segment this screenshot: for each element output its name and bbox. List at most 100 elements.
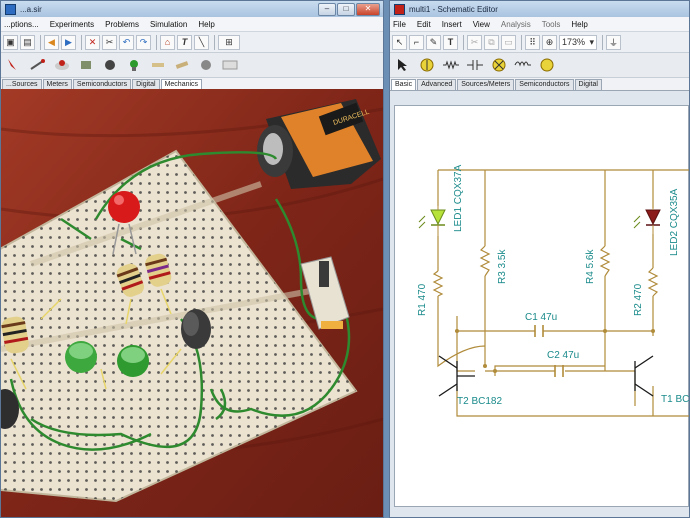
tab-semiconductors[interactable]: Semiconductors <box>72 79 132 90</box>
meter-symbol-icon[interactable] <box>536 56 557 75</box>
menu-experiments[interactable]: Experiments <box>49 19 95 29</box>
transistor-3d-2[interactable] <box>1 389 19 429</box>
inductor-symbol-icon[interactable] <box>512 56 533 75</box>
schematic-drawing[interactable]: LED1 CQX37A R1 470 R3 3.5k R4 5.6k LED2 … <box>395 106 690 508</box>
text-icon[interactable]: T <box>177 34 192 50</box>
schematic-junctions <box>455 329 655 373</box>
home-icon[interactable]: ⌂ <box>160 34 175 50</box>
tab-advanced[interactable]: Advanced <box>417 79 457 90</box>
switch-3d[interactable] <box>300 256 350 330</box>
wire-icon[interactable]: ╲ <box>194 34 209 50</box>
battery-9v[interactable]: DURACELL <box>257 99 381 189</box>
label-r1: R1 470 <box>417 283 428 316</box>
tab-semiconductors-right[interactable]: Semiconductors <box>515 79 574 90</box>
capacitor-3d-1[interactable] <box>65 341 97 373</box>
breadboard-3d-view[interactable]: DURACELL <box>1 89 383 518</box>
resistor2-part-icon[interactable] <box>171 56 192 75</box>
simulator-window: ...a.sir – □ ✕ ...ptions... Experiments … <box>0 0 384 518</box>
schematic-app-icon <box>394 3 405 15</box>
tab-meters[interactable]: Meters <box>42 79 72 90</box>
schematic-led2[interactable] <box>633 208 661 234</box>
label-led2: LED2 CQX35A <box>669 188 680 256</box>
copy-tool-icon[interactable]: ⧉ <box>484 34 499 50</box>
close-button[interactable]: ✕ <box>356 3 380 16</box>
text-tool-icon[interactable]: T <box>443 34 458 50</box>
tab-basic[interactable]: Basic <box>391 79 417 90</box>
schematic-canvas[interactable]: LED1 CQX37A R1 470 R3 3.5k R4 5.6k LED2 … <box>394 105 689 507</box>
simulator-titlebar: ...a.sir – □ ✕ <box>1 1 383 17</box>
cursor-part-icon[interactable] <box>392 56 413 75</box>
minimize-button[interactable]: – <box>318 3 336 16</box>
simulator-toolbar: ▣ ▤ ◀ ▶ ✕ ✂ ↶ ↷ ⌂ T ╲ ⊞ <box>1 32 383 53</box>
tab-sources[interactable]: ...Sources <box>2 79 42 90</box>
menu-help[interactable]: Help <box>198 19 215 29</box>
delete-icon[interactable]: ✕ <box>85 34 100 50</box>
ground-tool-icon[interactable]: ⏚ <box>606 34 621 50</box>
paste-tool-icon[interactable]: ▭ <box>501 34 516 50</box>
menu-view[interactable]: View <box>472 19 490 29</box>
pointer-part-icon[interactable] <box>3 56 24 75</box>
label-led1: LED1 CQX37A <box>453 164 464 232</box>
led-part-icon[interactable] <box>51 56 72 75</box>
zoom-icon[interactable]: ⊞ <box>218 34 240 50</box>
green-led-part-icon[interactable] <box>123 56 144 75</box>
cut-icon[interactable]: ✂ <box>102 34 117 50</box>
component-leads <box>10 288 182 390</box>
resistor-3d-1[interactable] <box>115 261 147 299</box>
lamp-symbol-icon[interactable] <box>488 56 509 75</box>
tab-digital[interactable]: Digital <box>132 79 160 90</box>
print-icon[interactable]: ▤ <box>20 34 35 50</box>
resistor-symbol-icon[interactable] <box>440 56 461 75</box>
pen-tool-icon[interactable]: ✎ <box>426 34 441 50</box>
simulator-title: ...a.sir <box>20 4 42 14</box>
arrow-left-icon[interactable]: ◀ <box>44 34 59 50</box>
menu-insert[interactable]: Insert <box>441 19 462 29</box>
capacitor-part-icon[interactable] <box>75 56 96 75</box>
tab-mechanics[interactable]: Mechanics <box>160 79 203 90</box>
resistor-3d-3[interactable] <box>1 315 30 355</box>
label-c1: C1 47u <box>525 312 557 323</box>
save-icon[interactable]: ▣ <box>3 34 18 50</box>
menu-edit[interactable]: Edit <box>416 19 431 29</box>
coil-part-icon[interactable] <box>195 56 216 75</box>
arrow-right-icon[interactable]: ▶ <box>61 34 76 50</box>
menu-options[interactable]: ...ptions... <box>4 19 39 29</box>
select-arrow-icon[interactable]: ↖ <box>392 34 407 50</box>
maximize-button[interactable]: □ <box>337 3 355 16</box>
menu-file[interactable]: File <box>393 19 406 29</box>
app-icon <box>5 3 16 15</box>
cut-tool-icon[interactable]: ✂ <box>467 34 482 50</box>
zoom-value: 173% <box>562 37 586 47</box>
tab-sources-meters[interactable]: Sources/Meters <box>457 79 515 90</box>
probe-part-icon[interactable] <box>27 56 48 75</box>
schematic-led1[interactable] <box>418 206 446 236</box>
menu-tools[interactable]: Tools <box>541 19 561 29</box>
schematic-t1[interactable] <box>634 355 654 397</box>
tab-digital-right[interactable]: Digital <box>574 79 602 90</box>
resistor-part-icon[interactable] <box>147 56 168 75</box>
undo-icon[interactable]: ↶ <box>119 34 134 50</box>
capacitor-3d-2[interactable] <box>117 345 149 377</box>
grid-icon[interactable]: ⠿ <box>525 34 540 50</box>
label-c2: C2 47u <box>547 350 579 361</box>
redo-icon[interactable]: ↷ <box>136 34 151 50</box>
resistor-3d-2[interactable] <box>144 252 174 289</box>
transistor-part-icon[interactable] <box>99 56 120 75</box>
menu-simulation[interactable]: Simulation <box>149 19 188 29</box>
red-led-3d[interactable] <box>108 191 140 255</box>
capacitor-symbol-icon[interactable] <box>464 56 485 75</box>
menu-problems[interactable]: Problems <box>105 19 139 29</box>
breadboard-wires <box>9 151 351 451</box>
wire-tool-icon[interactable]: ⌐ <box>409 34 424 50</box>
zoom-select[interactable]: 173% ▾ <box>559 34 597 50</box>
menu-help-right[interactable]: Help <box>571 19 588 29</box>
schematic-t2[interactable] <box>438 355 475 397</box>
label-t2: T2 BC182 <box>457 396 502 407</box>
menu-analysis[interactable]: Analysis <box>500 19 531 29</box>
breadboard-part-icon[interactable] <box>219 56 240 75</box>
schematic-parts-bar <box>390 53 689 78</box>
label-r4: R4 5.6k <box>585 249 596 284</box>
battery-symbol-icon[interactable] <box>416 56 437 75</box>
zoom-tool-icon[interactable]: ⊕ <box>542 34 557 50</box>
transistor-3d-1[interactable] <box>181 309 211 349</box>
